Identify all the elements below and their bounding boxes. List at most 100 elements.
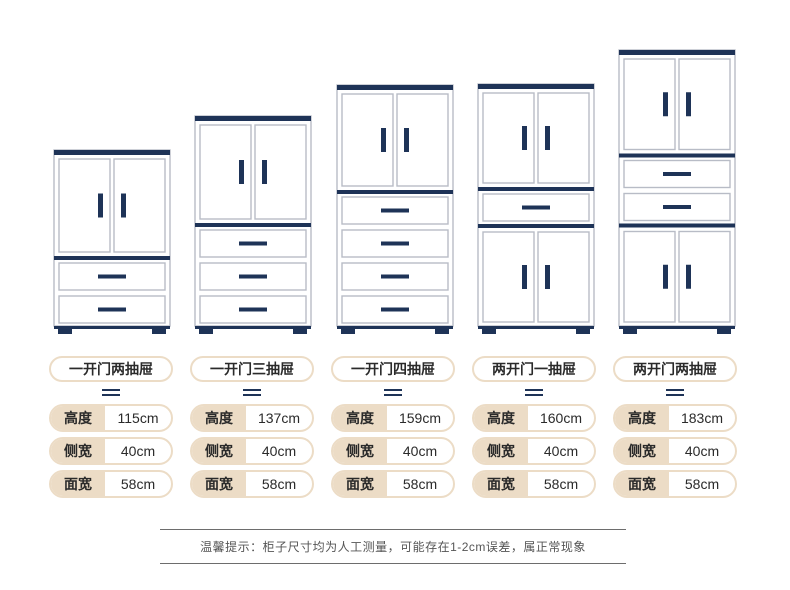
cabinet-foot	[435, 328, 449, 334]
equals-icon	[49, 386, 173, 400]
face-width-label: 面宽	[51, 472, 105, 496]
side-width-label: 侧宽	[51, 439, 105, 463]
face-width-label: 面宽	[615, 472, 669, 496]
door-handle	[381, 128, 386, 152]
drawer-handle	[98, 307, 126, 312]
drawer-panel	[482, 193, 590, 222]
cabinet-column-2: 一开门三抽屉 高度 137cm 侧宽 40cm 面宽 58cm	[190, 356, 314, 503]
cabinet-base	[619, 326, 735, 329]
drawer-handle	[98, 274, 126, 279]
height-row: 高度 159cm	[331, 404, 455, 432]
drawer-handle	[381, 241, 409, 246]
side-width-row: 侧宽 40cm	[613, 437, 737, 465]
height-row: 高度 137cm	[190, 404, 314, 432]
height-label: 高度	[51, 406, 105, 430]
drawer-handle	[239, 274, 267, 279]
cabinet-top	[54, 150, 170, 155]
height-value: 160cm	[539, 410, 583, 426]
shelf-divider	[619, 223, 735, 228]
face-width-label: 面宽	[192, 472, 246, 496]
model-name: 一开门三抽屉	[190, 356, 314, 382]
side-width-label: 侧宽	[615, 439, 669, 463]
face-width-value: 58cm	[402, 476, 438, 492]
height-value: 159cm	[398, 410, 442, 426]
cabinet-foot	[717, 328, 731, 334]
cabinet-foot	[341, 328, 355, 334]
shelf-divider	[478, 224, 594, 228]
side-width-value: 40cm	[120, 443, 156, 459]
height-label: 高度	[333, 406, 387, 430]
side-width-label: 侧宽	[192, 439, 246, 463]
cabinet-column-1: 一开门两抽屉 高度 115cm 侧宽 40cm 面宽 58cm	[49, 356, 173, 503]
drawer-panel	[58, 295, 166, 324]
side-width-row: 侧宽 40cm	[190, 437, 314, 465]
shelf-divider	[54, 256, 170, 260]
height-label: 高度	[615, 406, 669, 430]
side-width-value: 40cm	[543, 443, 579, 459]
door-handle	[663, 92, 668, 117]
height-label: 高度	[474, 406, 528, 430]
cabinet-foot	[58, 328, 72, 334]
equals-icon	[331, 386, 455, 400]
drawer-handle	[239, 307, 267, 312]
height-value: 115cm	[117, 410, 159, 426]
cabinet-top	[619, 50, 735, 55]
cabinet-base	[195, 326, 311, 329]
drawer-handle	[522, 205, 550, 210]
cabinet-base	[478, 326, 594, 329]
door-handle	[121, 193, 126, 218]
cabinet-top	[195, 116, 311, 121]
door-handle	[98, 193, 103, 218]
drawer-handle	[663, 172, 691, 176]
model-name: 两开门一抽屉	[472, 356, 596, 382]
cabinet-illustrations	[53, 49, 736, 334]
height-row: 高度 115cm	[49, 404, 173, 432]
face-width-value: 58cm	[261, 476, 297, 492]
cabinet-foot	[199, 328, 213, 334]
door-handle	[663, 264, 668, 289]
door-handle	[686, 92, 691, 117]
door-handle	[545, 265, 550, 289]
face-width-value: 58cm	[120, 476, 156, 492]
cabinet-foot	[576, 328, 590, 334]
equals-icon	[190, 386, 314, 400]
side-width-value: 40cm	[684, 443, 720, 459]
height-value: 137cm	[257, 410, 301, 426]
door-handle	[522, 126, 527, 150]
cabinet-base	[337, 326, 453, 329]
drawer-handle	[239, 241, 267, 246]
drawer-handle	[663, 205, 691, 209]
model-name: 一开门两抽屉	[49, 356, 173, 382]
cabinet-top	[478, 84, 594, 89]
door-handle	[404, 128, 409, 152]
face-width-value: 58cm	[684, 476, 720, 492]
shelf-divider	[478, 187, 594, 191]
face-width-label: 面宽	[333, 472, 387, 496]
side-width-label: 侧宽	[474, 439, 528, 463]
face-width-row: 面宽 58cm	[331, 470, 455, 498]
door-handle	[262, 160, 267, 184]
drawer-handle	[381, 274, 409, 279]
door-handle	[522, 265, 527, 289]
face-width-label: 面宽	[474, 472, 528, 496]
drawer-handle	[381, 208, 409, 213]
cabinet-foot	[293, 328, 307, 334]
model-name: 两开门两抽屉	[613, 356, 737, 382]
equals-icon	[472, 386, 596, 400]
door-handle	[239, 160, 244, 184]
face-width-row: 面宽 58cm	[49, 470, 173, 498]
face-width-row: 面宽 58cm	[613, 470, 737, 498]
cabinet-top	[337, 85, 453, 90]
footer-divider-bottom	[160, 563, 626, 564]
side-width-value: 40cm	[261, 443, 297, 459]
height-label: 高度	[192, 406, 246, 430]
shelf-divider	[195, 223, 311, 227]
cabinet-foot	[482, 328, 496, 334]
cabinet-foot	[152, 328, 166, 334]
